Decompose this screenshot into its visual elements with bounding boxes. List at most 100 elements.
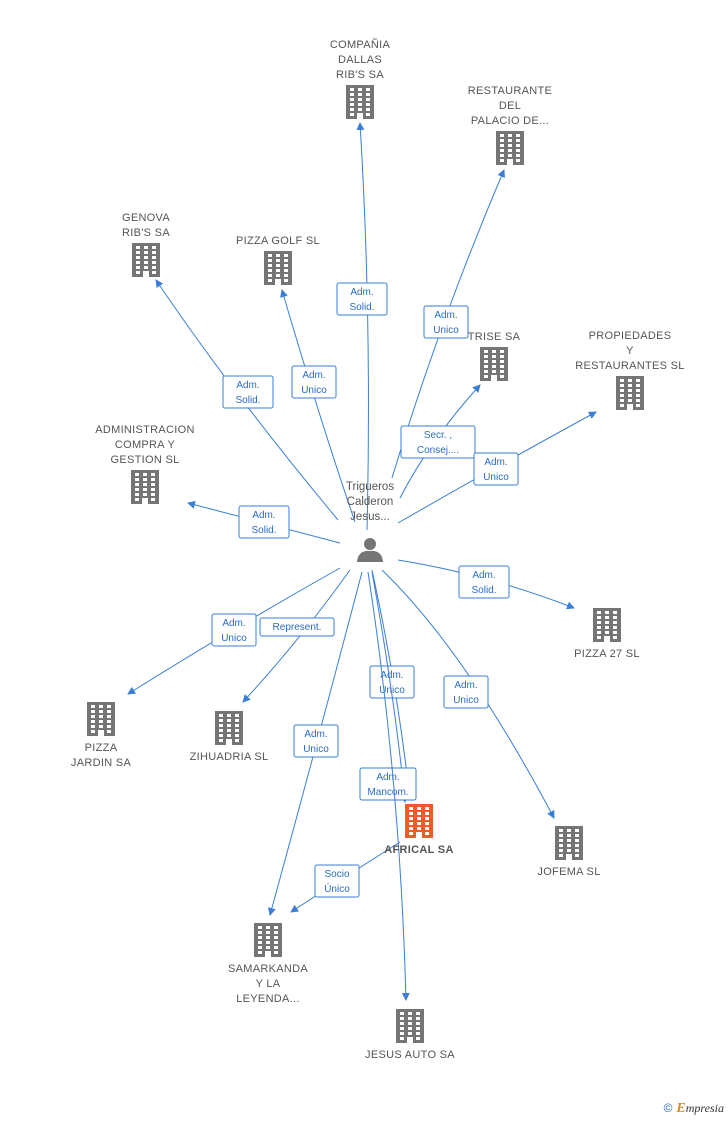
company-name: RESTAURANTE: [468, 85, 552, 97]
company-node-trise[interactable]: TRISE SA: [468, 331, 521, 381]
edge-label[interactable]: Adm. Unico: [423, 305, 469, 339]
building-icon: [87, 702, 115, 736]
building-icon: [346, 85, 374, 119]
edge-label-text: Único: [324, 882, 350, 895]
edge-label[interactable]: Adm. Solid.: [458, 565, 510, 599]
building-icon: [496, 131, 524, 165]
edge-label[interactable]: Represent.: [259, 617, 335, 637]
edge-line: [381, 569, 555, 819]
company-name: ZIHUADRIA SL: [190, 751, 269, 763]
edge-label[interactable]: Adm. Unico: [291, 365, 337, 399]
copyright-icon: ©: [663, 1101, 673, 1115]
company-node-pizza-jardin[interactable]: PIZZA JARDIN SA: [71, 702, 132, 769]
edge-label-text: Unico: [301, 385, 327, 396]
edge-label-text: Solid.: [471, 585, 496, 596]
company-name: ADMINISTRACION: [95, 424, 195, 436]
edge-label[interactable]: Adm.Mancom.: [359, 767, 417, 801]
edge-label-text: Secr. ,: [424, 430, 452, 441]
edge-label-text: Unico: [221, 633, 247, 644]
edge-label-text: Adm.: [472, 570, 495, 581]
brand-name: mpresia: [685, 1101, 724, 1115]
company-name: Y: [626, 345, 634, 357]
edge-label-text: Adm.: [350, 287, 373, 298]
company-name: RIB'S SA: [122, 227, 170, 239]
edge-label-text: Adm.: [484, 457, 507, 468]
building-icon: [593, 608, 621, 642]
person-node[interactable]: TriguerosCalderonJesus...: [346, 481, 394, 562]
company-node-zihuadria[interactable]: ZIHUADRIA SL: [190, 711, 269, 763]
edge-label-text: Adm.: [302, 370, 325, 381]
person-icon: [357, 538, 383, 562]
company-name: PIZZA: [85, 742, 118, 754]
edge-label-text: Adm.: [252, 510, 275, 521]
edge-pizza-golf: [280, 289, 356, 523]
edge-label-text: Unico: [453, 695, 479, 706]
edge-label-text: Adm.: [454, 680, 477, 691]
edge-jesus-auto: [367, 571, 410, 1001]
company-name: JARDIN SA: [71, 757, 132, 769]
edge-label[interactable]: Adm.Solid.: [238, 505, 290, 539]
company-name: TRISE SA: [468, 331, 521, 343]
edge-label-text: Unico: [433, 325, 459, 336]
edge-label-text: Socio: [324, 869, 349, 880]
company-name: COMPRA Y: [115, 439, 176, 451]
edge-label-text: Solid.: [349, 302, 374, 313]
person-name: Jesus...: [350, 511, 390, 523]
company-name: AFRICAL SA: [384, 844, 453, 856]
edge-label[interactable]: Adm. Unico: [443, 675, 489, 709]
company-name: SAMARKANDA: [228, 963, 308, 975]
company-node-africal[interactable]: AFRICAL SA: [384, 804, 453, 856]
edge-label[interactable]: Adm. Unico: [211, 613, 257, 647]
company-name: GENOVA: [122, 212, 170, 224]
edge-label-text: Unico: [303, 744, 329, 755]
building-icon: [616, 376, 644, 410]
edge-label[interactable]: Secr. ,Consej....: [400, 425, 476, 459]
building-icon: [264, 251, 292, 285]
edge-label-text: Adm.: [304, 729, 327, 740]
person-name: Trigueros: [346, 481, 394, 493]
company-name: PIZZA 27 SL: [574, 648, 640, 660]
edge-label[interactable]: Adm. Unico: [293, 724, 339, 758]
building-icon: [131, 470, 159, 504]
brand-initial: E: [676, 1101, 686, 1116]
company-name: PROPIEDADES: [589, 330, 672, 342]
building-icon: [555, 826, 583, 860]
building-icon: [396, 1009, 424, 1043]
edge-label-text: Adm.: [434, 310, 457, 321]
edge-label-text: Solid.: [235, 395, 260, 406]
edge-label[interactable]: Adm. Solid.: [222, 375, 274, 409]
company-node-samarkanda[interactable]: SAMARKANDA Y LA LEYENDA...: [228, 923, 308, 1005]
building-icon: [215, 711, 243, 745]
company-node-genova[interactable]: GENOVA RIB'S SA: [122, 212, 170, 277]
edge-line: [242, 569, 351, 703]
edge-label-text: Adm.: [236, 380, 259, 391]
company-node-jofema[interactable]: JOFEMA SL: [537, 826, 600, 878]
building-icon: [254, 923, 282, 957]
edge-line: [280, 289, 356, 523]
company-name: JOFEMA SL: [537, 866, 600, 878]
edge-label[interactable]: Adm.Unico: [473, 452, 519, 486]
person-name: Calderon: [347, 496, 394, 508]
company-name: RIB'S SA: [336, 69, 384, 81]
edge-label[interactable]: Adm. Solid.: [336, 282, 388, 316]
company-name: PIZZA GOLF SL: [236, 235, 320, 247]
edge-label-text: Adm.: [380, 670, 403, 681]
edge-label-text: Mancom.: [367, 787, 408, 798]
edge-line: [367, 571, 410, 1001]
edge-zihuadria: [242, 569, 351, 703]
company-node-pizza-27[interactable]: PIZZA 27 SL: [574, 608, 640, 660]
company-node-jesus-auto[interactable]: JESUS AUTO SA: [365, 1009, 455, 1061]
company-node-pizza-golf[interactable]: PIZZA GOLF SL: [236, 235, 320, 285]
company-name: LEYENDA...: [236, 993, 300, 1005]
edge-label[interactable]: Adm.Unico: [369, 665, 415, 699]
company-name: Y LA: [256, 978, 281, 990]
edge-line: [356, 122, 369, 531]
edge-label-text: Adm.: [222, 618, 245, 629]
empresia-brand: ©Empresia: [664, 1101, 724, 1117]
